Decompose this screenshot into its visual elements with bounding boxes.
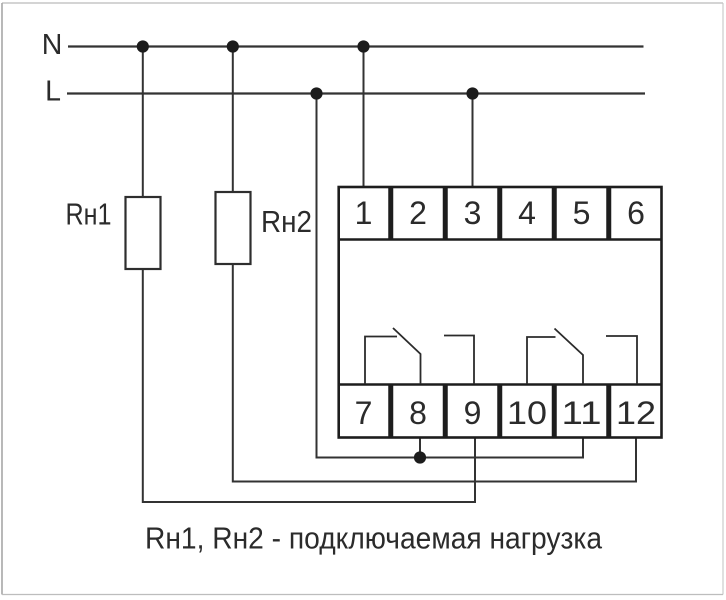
svg-text:12: 12 bbox=[616, 395, 656, 431]
svg-text:L: L bbox=[45, 76, 61, 108]
svg-text:7: 7 bbox=[355, 395, 373, 431]
svg-text:4: 4 bbox=[518, 195, 536, 231]
svg-text:5: 5 bbox=[573, 195, 591, 231]
svg-text:1: 1 bbox=[355, 195, 373, 231]
svg-text:9: 9 bbox=[464, 395, 482, 431]
svg-text:8: 8 bbox=[409, 395, 427, 431]
svg-text:Rн2: Rн2 bbox=[261, 204, 312, 239]
svg-text:3: 3 bbox=[464, 195, 482, 231]
svg-text:11: 11 bbox=[562, 395, 602, 431]
svg-text:2: 2 bbox=[409, 195, 427, 231]
svg-text:Rн1: Rн1 bbox=[66, 197, 112, 232]
svg-text:6: 6 bbox=[627, 195, 645, 231]
svg-text:N: N bbox=[42, 29, 63, 61]
svg-text:10: 10 bbox=[507, 395, 547, 431]
svg-text:Rн1, Rн2 - подключаемая нагруз: Rн1, Rн2 - подключаемая нагрузка bbox=[145, 521, 603, 556]
